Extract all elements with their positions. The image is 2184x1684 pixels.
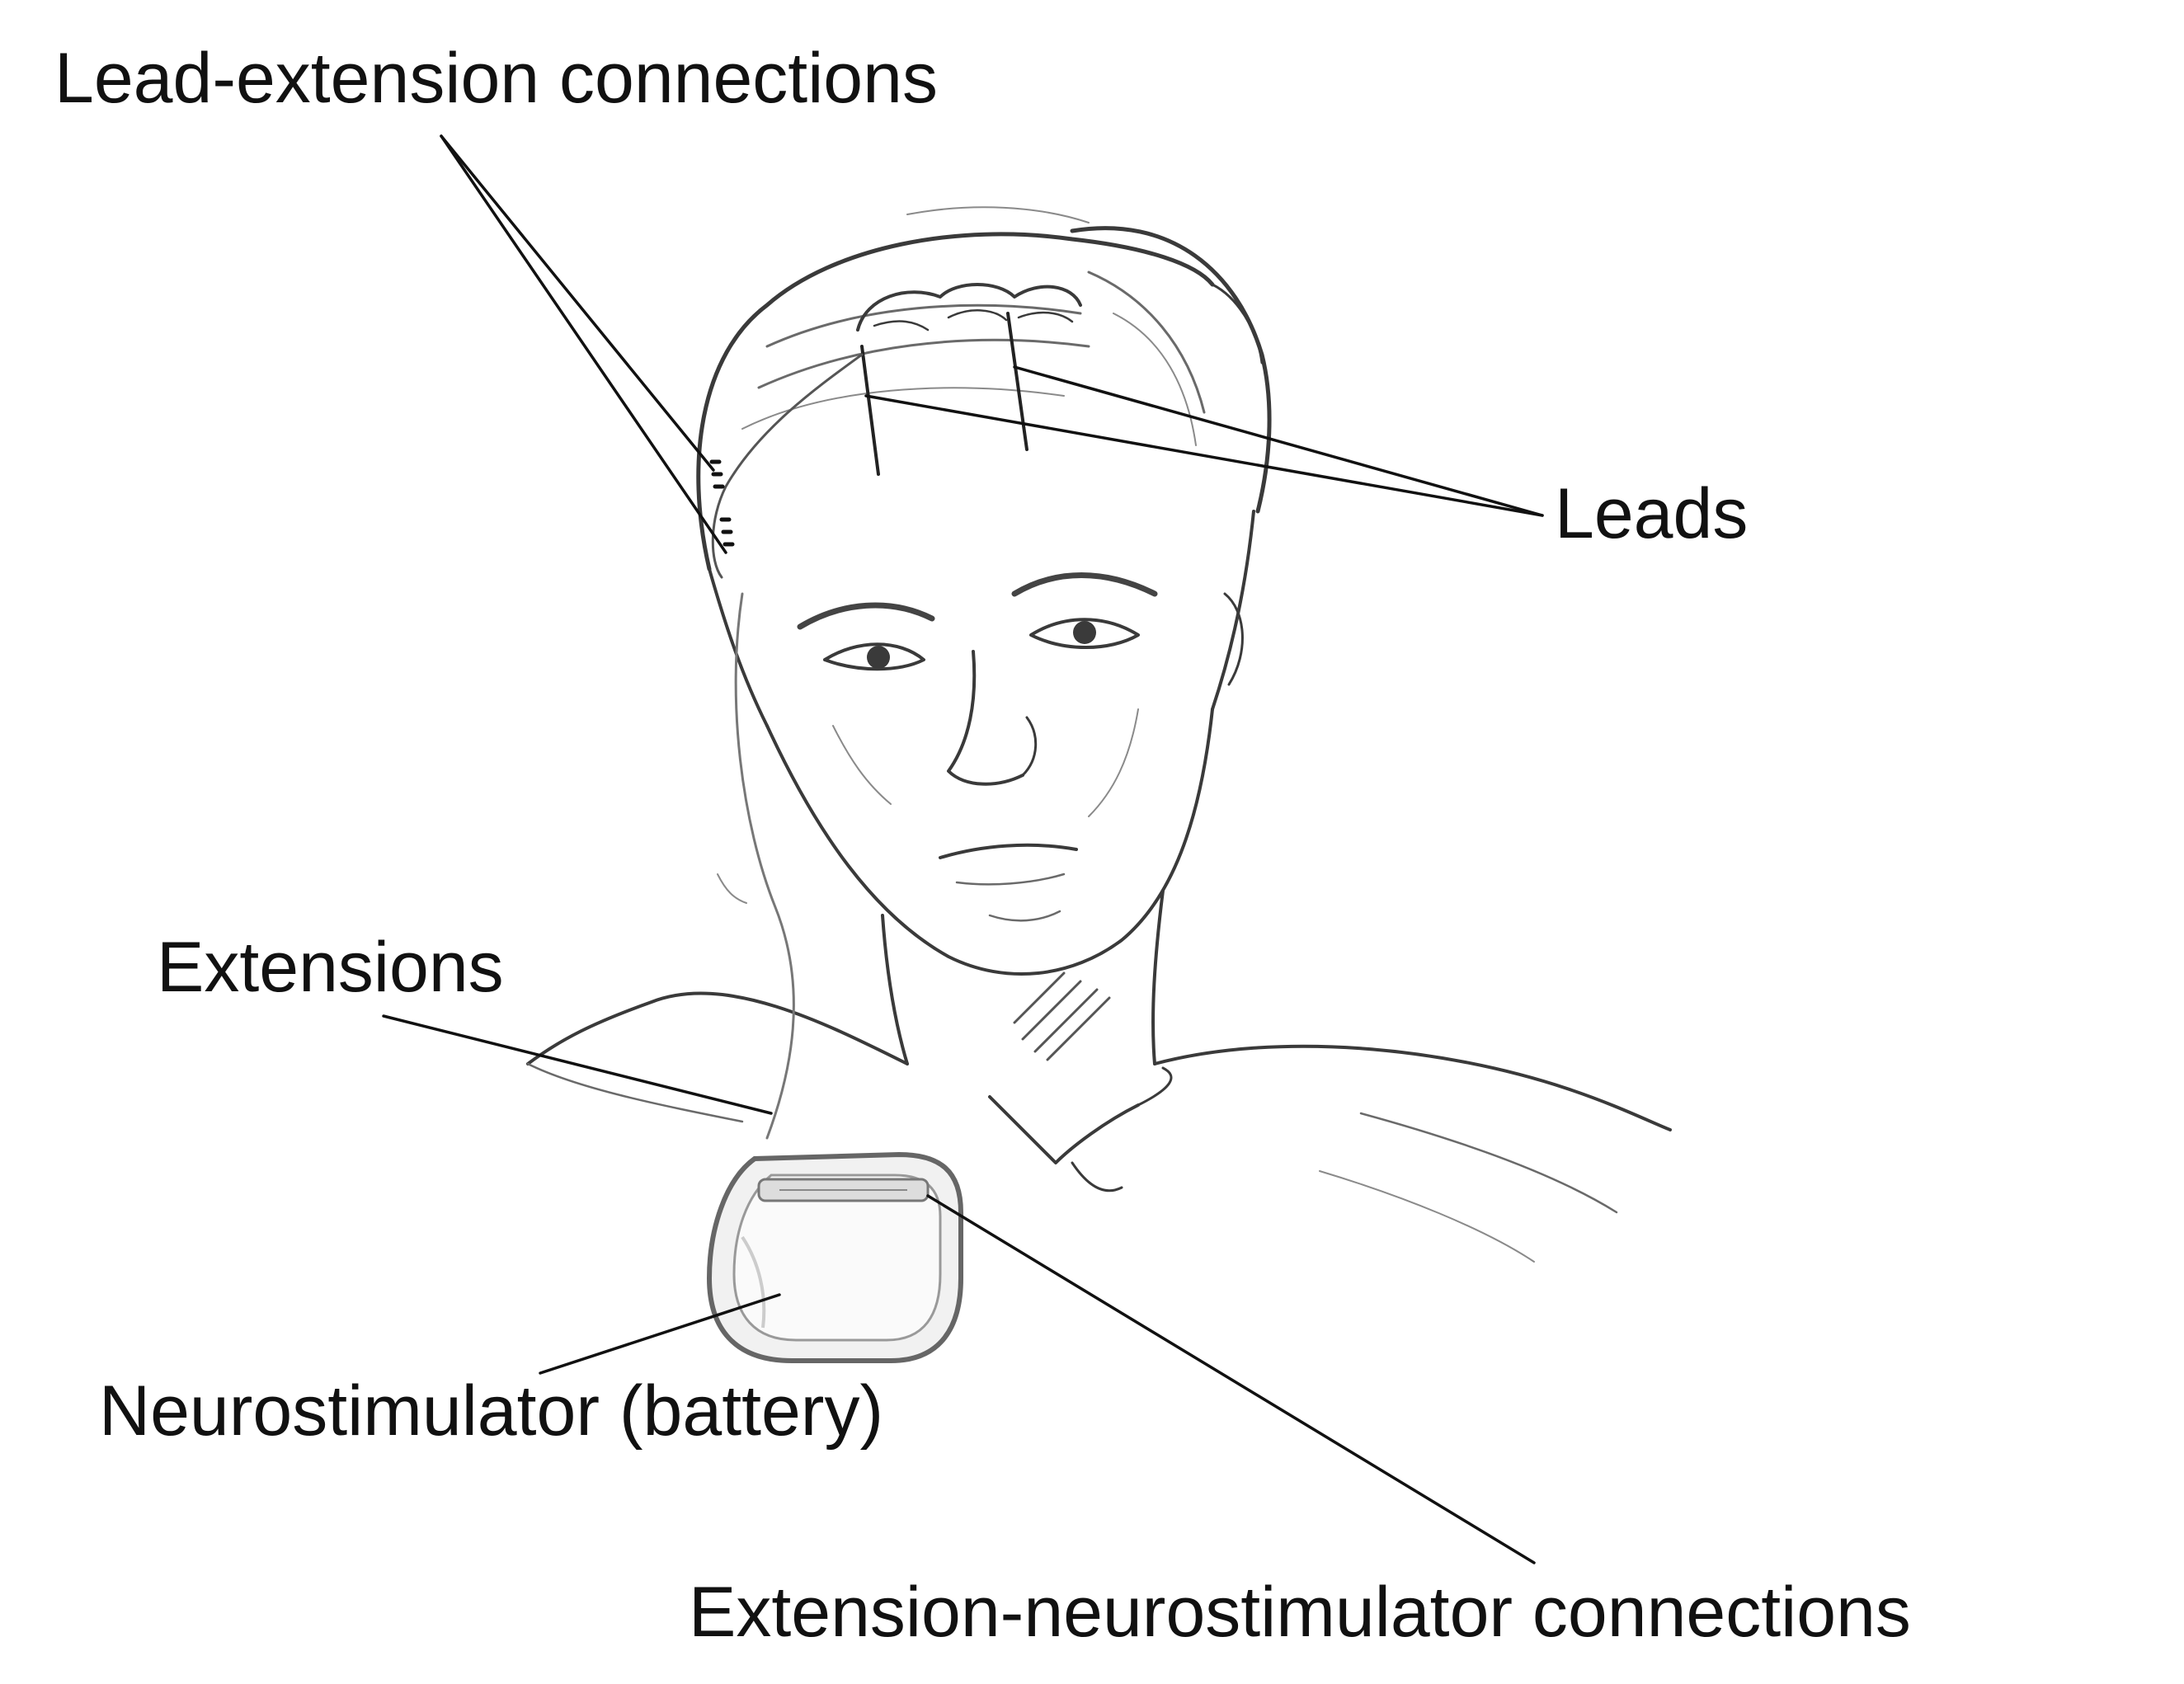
label-extensions: Extensions [157,928,504,1007]
neurostimulator-device [706,1151,963,1363]
callout-lead-extension-2 [440,134,727,554]
label-extension-neurostimulator-connections: Extension-neurostimulator connections [689,1573,1911,1652]
callout-neurostimulator [539,1293,781,1375]
label-lead-extension-connections: Lead-extension connections [54,39,938,118]
callout-leads-2 [1013,365,1544,517]
callout-lines [382,134,1544,1564]
callout-extension-neurostimulator [926,1194,1536,1564]
extension-cable [734,592,795,1140]
label-neurostimulator-battery: Neurostimulator (battery) [99,1371,884,1451]
label-leads: Leads [1555,474,1749,553]
callout-lead-extension-1 [440,134,715,472]
head-sketch [696,206,1272,976]
callout-leads-1 [864,394,1544,517]
neck-and-shoulders-sketch [526,873,1672,1263]
callout-extensions [382,1014,773,1115]
